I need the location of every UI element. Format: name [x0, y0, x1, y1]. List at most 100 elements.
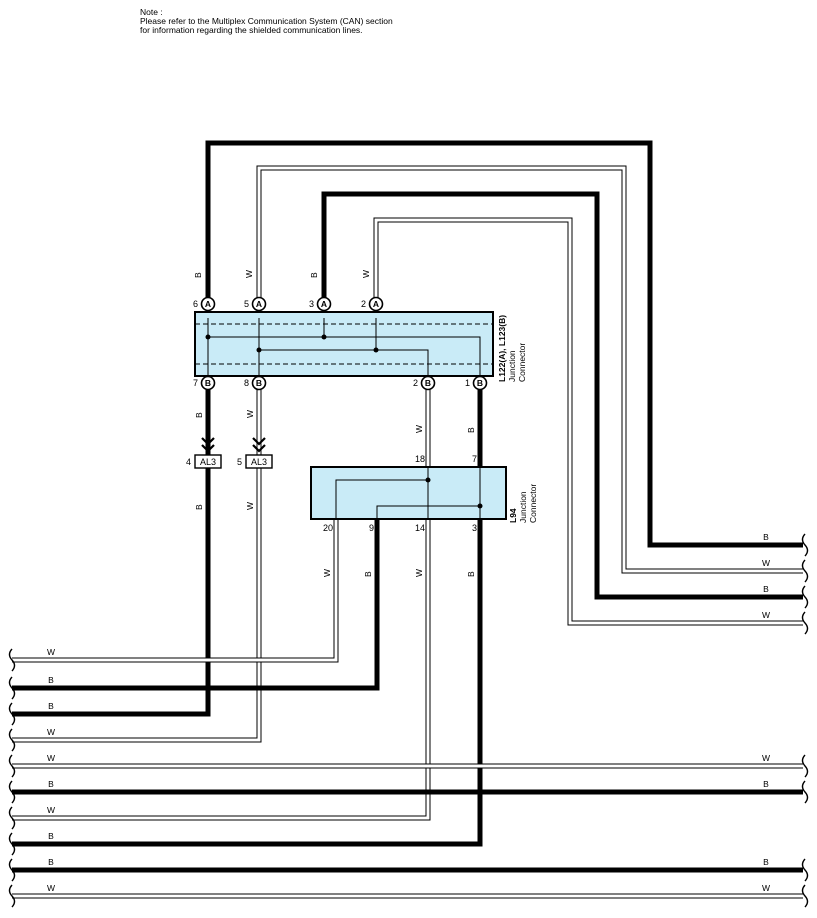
wire-label-top-0: B: [193, 272, 203, 278]
pin-bot-0-letter: B: [205, 378, 211, 388]
pin-bot-0-circle: [200, 375, 216, 391]
wire-j1-pin3: [321, 191, 803, 600]
pin-bot-num-3: 1: [465, 378, 470, 388]
wire-j1-pin5: [257, 166, 803, 573]
al3-chevron-0-0: [201, 437, 215, 446]
wire-label-al3-0: B: [194, 504, 204, 510]
connector-desc-l94-1: Junction: [518, 491, 528, 523]
pin-top-num-2: 3: [309, 299, 314, 309]
break-right-4: [801, 754, 809, 778]
wire-label-b8: W: [245, 410, 255, 418]
wire-label-l94-0: W: [322, 569, 332, 577]
splice-b-bus: [208, 336, 481, 376]
far-right-wire-label-0: W: [762, 753, 770, 763]
break-right-5: [801, 780, 809, 804]
wire-l94-20-outline: [12, 519, 339, 663]
right-wire-label-2: B: [763, 584, 769, 594]
junction-connector-l122-l123: L122(A), L123(B) Junction Connector: [194, 311, 527, 382]
wires-layer: [12, 140, 803, 899]
wire-break-symbols: [8, 533, 809, 908]
pin-top-3-letter: A: [373, 299, 379, 309]
break-right-6: [801, 858, 809, 882]
break-left-5: [8, 780, 16, 804]
al3-chevron-1-0: [252, 437, 266, 446]
splice-dot-1: [205, 334, 211, 340]
note-line-1: Please refer to the Multiplex Communicat…: [140, 16, 393, 26]
pin-top-0-letter: A: [205, 299, 211, 309]
splice-dot-4: [373, 347, 379, 353]
left-wire-label-2: B: [48, 701, 54, 711]
right-wire-label-1: W: [762, 558, 770, 568]
wire-al3-4: [12, 468, 211, 717]
break-left-6: [8, 806, 16, 830]
pin-top-2-letter: A: [321, 299, 327, 309]
break-right-1: [801, 559, 809, 583]
break-left-1: [8, 676, 16, 700]
break-right-2: [801, 585, 809, 609]
wire-label-l94-2: W: [414, 569, 424, 577]
break-left-0: [8, 648, 16, 672]
wire-al3-5-outline: [12, 468, 262, 743]
wire-label-b2: W: [414, 425, 424, 433]
splice-9: [376, 505, 480, 519]
far-right-wire-label-2: B: [763, 857, 769, 867]
left-wire-label-9: W: [47, 883, 55, 893]
splice-dot-2: [321, 334, 327, 340]
wire-j1-pin2: [374, 218, 803, 625]
pin-bot-1-circle: [251, 375, 267, 391]
wire-l94-20: [12, 519, 338, 662]
l94-bot-num-0: 20: [323, 523, 333, 533]
break-left-8: [8, 858, 16, 882]
far-right-wire-label-1: B: [763, 779, 769, 789]
splice-20: [335, 479, 428, 519]
connector-name-l94: L94: [508, 508, 518, 523]
wire-label-al3-1: W: [245, 502, 255, 510]
connector-desc-l122-2: Connector: [517, 343, 527, 382]
note-title: Note :: [140, 7, 163, 17]
pin-top-1-letter: A: [256, 299, 262, 309]
pin-bot-num-0: 7: [193, 378, 198, 388]
wire-al3-5: [12, 468, 261, 742]
pin-top-2-circle: [316, 296, 332, 312]
wire-label-l94-1: B: [363, 571, 373, 577]
wire-label-top-3: W: [361, 270, 371, 278]
break-left-4: [8, 754, 16, 778]
left-wire-label-1: B: [48, 675, 54, 685]
al3-num-0: 4: [186, 457, 191, 467]
right-wire-label-3: W: [762, 610, 770, 620]
pin-top-num-1: 5: [244, 299, 249, 309]
break-right-0: [801, 533, 809, 557]
right-wire-label-0: B: [763, 532, 769, 542]
connector-desc-l122-1: Junction: [507, 350, 517, 382]
wire-l94-3: [12, 519, 483, 847]
pin-bot-num-1: 8: [244, 378, 249, 388]
wire-l94-14: [12, 519, 430, 820]
break-right-7: [801, 884, 809, 908]
left-wire-label-8: B: [48, 857, 54, 867]
wire-label-top-2: B: [309, 272, 319, 278]
wire-l94-9: [12, 519, 380, 691]
wire-j1-pin2-outline: [373, 217, 803, 626]
note-line-2: for information regarding the shielded c…: [140, 25, 363, 35]
wire-label-b7: B: [194, 412, 204, 418]
internal-splices-l94: [335, 467, 483, 519]
break-left-9: [8, 884, 16, 908]
l94-top-num-0: 18: [415, 454, 425, 464]
break-left-2: [8, 702, 16, 726]
pin-top-num-3: 2: [361, 299, 366, 309]
l94-bot-num-2: 14: [415, 523, 425, 533]
far-right-wire-label-3: W: [762, 883, 770, 893]
connector-name-l122: L122(A), L123(B): [497, 315, 507, 382]
pin-top-0-circle: [200, 296, 216, 312]
left-wire-label-3: W: [47, 727, 55, 737]
pin-bot-3-letter: B: [477, 378, 483, 388]
wire-label-b1: B: [466, 427, 476, 433]
al3-name-1: AL3: [251, 457, 267, 467]
al3-box-0: [194, 454, 222, 469]
l94-top-num-1: 7: [472, 454, 477, 464]
left-wire-label-7: B: [48, 831, 54, 841]
pin-bot-1-letter: B: [256, 378, 262, 388]
